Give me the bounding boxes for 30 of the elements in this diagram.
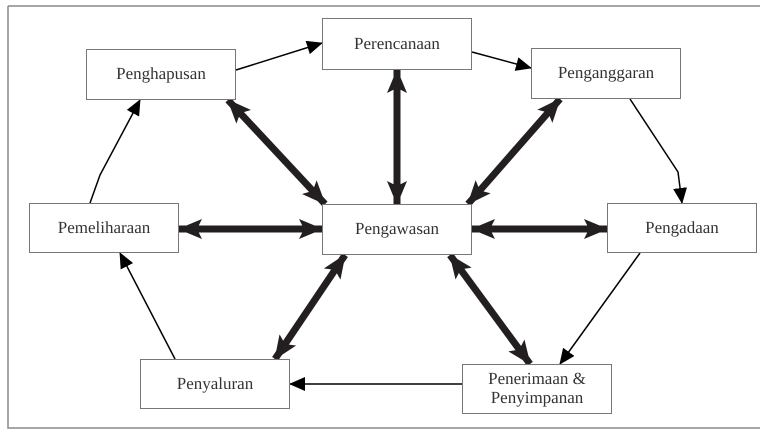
process-box bbox=[29, 203, 179, 253]
double-arrow bbox=[471, 219, 608, 239]
arrow bbox=[119, 252, 176, 360]
arrow bbox=[236, 40, 323, 71]
box-label: Penyaluran bbox=[176, 374, 254, 394]
arrow bbox=[629, 98, 688, 204]
box-label: Pengadaan bbox=[645, 218, 719, 238]
process-box bbox=[607, 203, 757, 253]
box-label: Penerimaan & Penyimpanan bbox=[487, 370, 587, 408]
process-box bbox=[322, 18, 472, 70]
double-arrow bbox=[272, 253, 348, 361]
box-label: Penghapusan bbox=[116, 65, 206, 84]
arrow bbox=[559, 252, 641, 365]
process-box bbox=[531, 48, 681, 99]
arrow bbox=[472, 51, 532, 71]
arrow bbox=[289, 377, 462, 391]
process-box bbox=[462, 364, 612, 414]
double-arrow bbox=[387, 69, 407, 205]
process-box bbox=[322, 204, 472, 255]
box-label: Pemeliharaan bbox=[58, 218, 150, 238]
box-label: Perencanaan bbox=[354, 34, 440, 54]
process-box bbox=[140, 359, 290, 409]
process-box bbox=[86, 49, 236, 100]
box-label: Pengawasan bbox=[354, 220, 440, 239]
double-arrow bbox=[447, 252, 533, 366]
box-label: Penganggaran bbox=[558, 64, 654, 83]
double-arrow bbox=[225, 98, 328, 206]
double-arrow bbox=[465, 96, 563, 206]
arrow bbox=[89, 99, 141, 204]
double-arrow bbox=[178, 219, 323, 239]
